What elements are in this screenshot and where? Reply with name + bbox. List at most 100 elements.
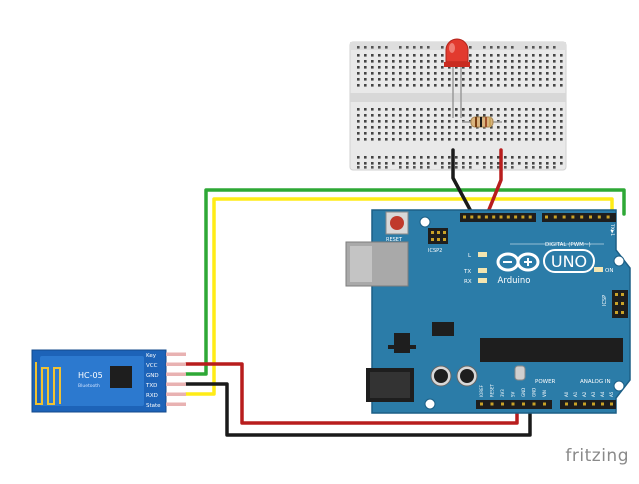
breadboard-hole xyxy=(497,114,500,117)
breadboard-hole xyxy=(441,72,444,75)
breadboard-hole xyxy=(399,78,402,81)
breadboard-hole xyxy=(539,126,542,129)
breadboard-hole xyxy=(483,108,486,111)
breadboard-hole xyxy=(497,72,500,75)
header-pin xyxy=(477,215,481,219)
breadboard-hole xyxy=(399,138,402,141)
arduino-logo: UNO Arduino xyxy=(496,249,595,286)
breadboard-hole xyxy=(427,84,430,87)
breadboard-hole xyxy=(378,78,381,81)
breadboard-rail-hole xyxy=(364,46,367,49)
breadboard-hole xyxy=(469,66,472,69)
breadboard-hole xyxy=(469,126,472,129)
breadboard-hole xyxy=(476,114,479,117)
breadboard-hole xyxy=(357,120,360,123)
breadboard-hole xyxy=(469,72,472,75)
breadboard-rail-hole xyxy=(483,46,486,49)
breadboard-rail-hole xyxy=(532,46,535,49)
breadboard-hole xyxy=(364,120,367,123)
digital-pins xyxy=(463,215,610,219)
breadboard-rail-hole xyxy=(455,166,458,169)
breadboard-hole xyxy=(462,132,465,135)
breadboard-hole xyxy=(490,84,493,87)
breadboard-hole xyxy=(441,156,444,159)
breadboard-hole xyxy=(483,54,486,57)
breadboard-hole xyxy=(399,126,402,129)
breadboard-rail-hole xyxy=(399,166,402,169)
breadboard-hole xyxy=(378,66,381,69)
breadboard-hole xyxy=(525,84,528,87)
breadboard-hole xyxy=(406,114,409,117)
power-label: POWER xyxy=(535,379,556,385)
breadboard-hole xyxy=(518,126,521,129)
breadboard-rail-hole xyxy=(427,46,430,49)
breadboard-hole xyxy=(525,78,528,81)
breadboard-rail-hole xyxy=(448,166,451,169)
breadboard-hole xyxy=(399,72,402,75)
header-pin xyxy=(484,215,488,219)
breadboard-hole xyxy=(490,132,493,135)
breadboard-rail-hole xyxy=(399,46,402,49)
power-pin-label: RESET xyxy=(490,384,495,397)
breadboard-hole xyxy=(546,72,549,75)
breadboard-hole xyxy=(497,126,500,129)
breadboard-hole xyxy=(385,120,388,123)
breadboard-hole xyxy=(497,66,500,69)
header-pin xyxy=(511,402,515,406)
breadboard-rail-hole xyxy=(539,46,542,49)
breadboard-hole xyxy=(427,114,430,117)
breadboard-hole xyxy=(441,126,444,129)
breadboard-hole xyxy=(490,138,493,141)
header-pin xyxy=(553,215,557,219)
breadboard-hole xyxy=(497,132,500,135)
power-pin-label: 5V xyxy=(511,391,516,397)
breadboard-hole xyxy=(420,54,423,57)
reset-label: RESET xyxy=(386,237,403,243)
breadboard-hole xyxy=(560,66,563,69)
breadboard-hole xyxy=(511,114,514,117)
breadboard-hole xyxy=(483,138,486,141)
breadboard-hole xyxy=(539,120,542,123)
breadboard-hole xyxy=(525,138,528,141)
breadboard-rail-hole xyxy=(469,46,472,49)
breadboard-hole xyxy=(560,84,563,87)
hc05-pin xyxy=(166,362,186,366)
breadboard-hole xyxy=(448,120,451,123)
breadboard-rail-hole xyxy=(378,46,381,49)
breadboard-hole xyxy=(560,54,563,57)
header-pin xyxy=(501,402,504,406)
breadboard-hole xyxy=(553,114,556,117)
breadboard-hole xyxy=(497,108,500,111)
breadboard-hole xyxy=(518,72,521,75)
breadboard-hole xyxy=(546,120,549,123)
breadboard-hole xyxy=(378,114,381,117)
breadboard-hole xyxy=(364,132,367,135)
led-l-label: L xyxy=(468,253,472,259)
breadboard-hole xyxy=(525,108,528,111)
breadboard-hole xyxy=(441,60,444,63)
breadboard-holes xyxy=(357,46,563,169)
breadboard-hole xyxy=(511,162,514,165)
breadboard-hole xyxy=(441,114,444,117)
power-pin-label: IOREF xyxy=(479,384,484,397)
breadboard-hole xyxy=(532,138,535,141)
breadboard-hole xyxy=(427,66,430,69)
breadboard-hole xyxy=(357,78,360,81)
breadboard-rail-hole xyxy=(406,166,409,169)
breadboard-hole xyxy=(553,162,556,165)
breadboard-hole xyxy=(434,66,437,69)
breadboard-hole xyxy=(532,78,535,81)
breadboard-hole xyxy=(462,84,465,87)
breadboard-hole xyxy=(434,60,437,63)
hc05-pin-label: VCC xyxy=(146,363,158,369)
breadboard-hole xyxy=(399,84,402,87)
breadboard-hole xyxy=(476,132,479,135)
breadboard-hole xyxy=(560,72,563,75)
breadboard-hole xyxy=(553,120,556,123)
led-tx-label: TX xyxy=(463,269,471,275)
breadboard-hole xyxy=(476,108,479,111)
power-pin-label: VIN xyxy=(542,390,547,397)
breadboard-hole xyxy=(364,138,367,141)
breadboard-rail-hole xyxy=(420,46,423,49)
breadboard-hole xyxy=(525,114,528,117)
